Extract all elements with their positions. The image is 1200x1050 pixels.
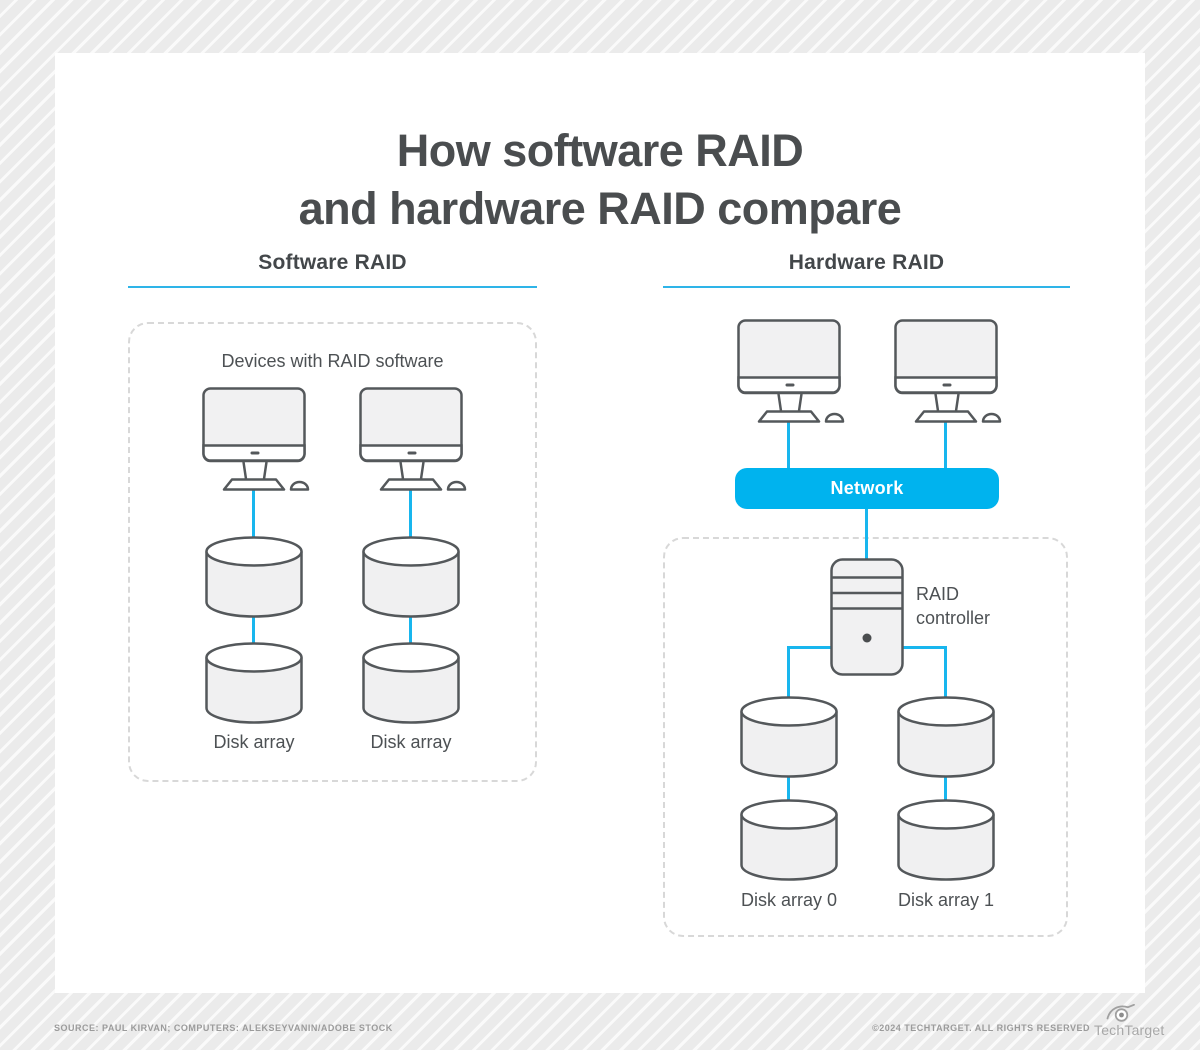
eye-icon [1106, 1004, 1140, 1022]
software-raid-underline [128, 286, 537, 288]
connector-line [944, 421, 947, 470]
disk-icon [897, 696, 995, 778]
connector-line [787, 771, 790, 806]
connector-line [865, 509, 868, 560]
disk-icon [362, 642, 460, 724]
copyright-notice: ©2024 TECHTARGET. ALL RIGHTS RESERVED [872, 1023, 1090, 1033]
techtarget-logo: TechTarget [1094, 1004, 1165, 1038]
computer-icon [202, 387, 312, 491]
disk-icon [897, 799, 995, 881]
disk-array-label: Disk array [213, 732, 295, 752]
disk-array-0-label: Disk array 0 [740, 890, 838, 910]
computer-icon [737, 319, 847, 423]
connector-line [409, 489, 412, 541]
connector-line [787, 421, 790, 470]
hardware-raid-heading: Hardware RAID [788, 251, 945, 274]
connector-line [901, 646, 947, 649]
connector-line [944, 646, 947, 703]
page-title: How software RAID and hardware RAID comp… [298, 125, 902, 235]
connector-line [252, 610, 255, 648]
source-credit: SOURCE: PAUL KIRVAN; COMPUTERS: ALEKSEYV… [54, 1023, 393, 1033]
disk-icon [740, 799, 838, 881]
software-raid-caption: Devices with RAID software [221, 351, 444, 371]
raid-controller-icon [830, 558, 904, 676]
software-raid-group-box [128, 322, 537, 782]
computer-icon [359, 387, 469, 491]
disk-icon [205, 642, 303, 724]
connector-line [787, 646, 832, 649]
connector-line [944, 771, 947, 806]
disk-icon [362, 536, 460, 618]
brand-name: TechTarget [1094, 1022, 1165, 1038]
connector-line [787, 646, 790, 703]
disk-icon [205, 536, 303, 618]
disk-array-label: Disk array [370, 732, 452, 752]
network-box: Network [735, 468, 999, 509]
connector-line [252, 489, 255, 541]
hardware-raid-underline [663, 286, 1070, 288]
connector-line [409, 610, 412, 648]
computer-icon [894, 319, 1004, 423]
disk-array-1-label: Disk array 1 [897, 890, 995, 910]
disk-icon [740, 696, 838, 778]
software-raid-heading: Software RAID [258, 251, 407, 274]
raid-controller-label: RAID controller [916, 584, 991, 628]
